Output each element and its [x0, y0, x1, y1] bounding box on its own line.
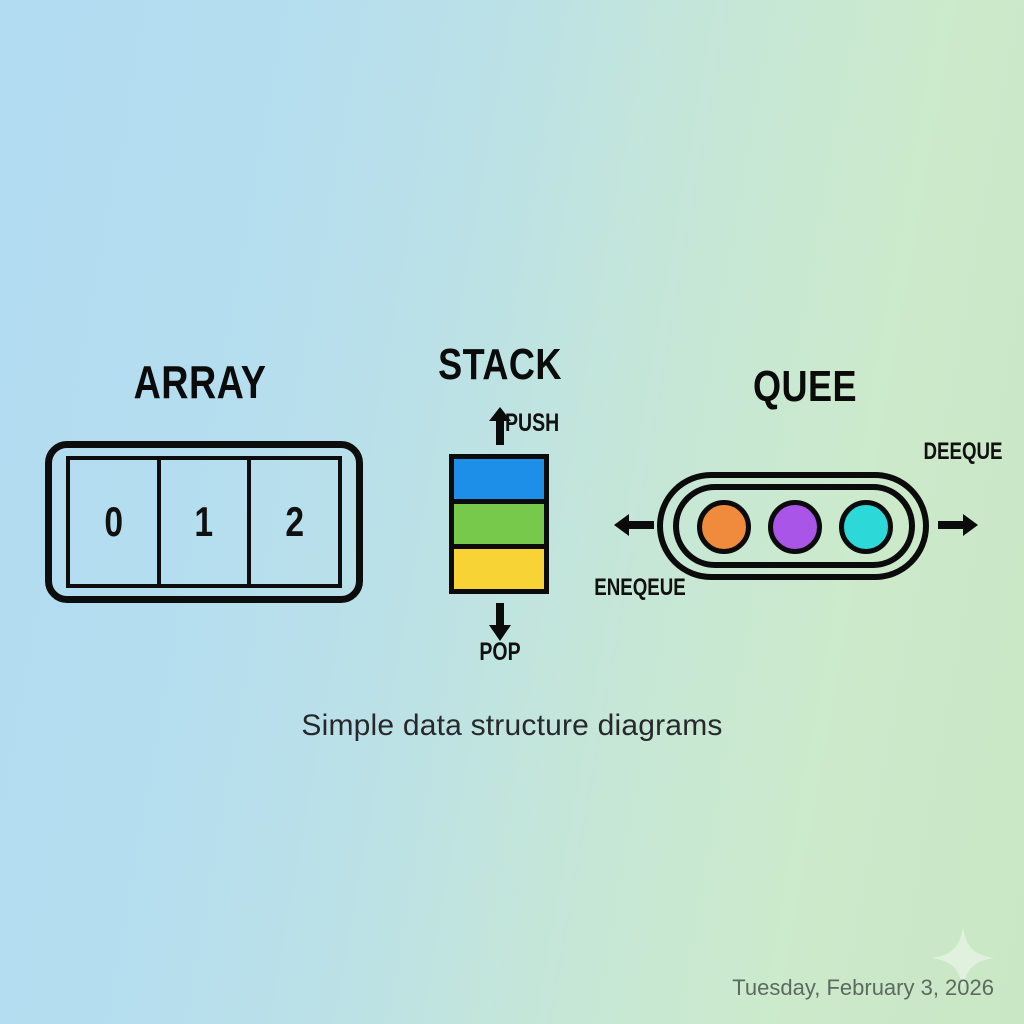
arrow-left-icon [614, 514, 654, 536]
stack-title: STACK [438, 340, 562, 389]
queue-items [697, 497, 893, 557]
arrow-down-icon [489, 603, 511, 641]
arrow-right-icon [938, 514, 978, 536]
array-title: ARRAY [133, 356, 267, 408]
push-label: PUSH [505, 409, 560, 437]
pop-label: POP [479, 638, 521, 666]
array-cell-0-value: 0 [103, 498, 123, 545]
queue-title: QUEE [753, 362, 857, 411]
arrow-up-icon [489, 407, 511, 445]
array-cell-0: 0 [70, 460, 161, 584]
array-cell-2: 2 [251, 460, 338, 584]
queue-outer-capsule [657, 472, 929, 580]
array-cell-1-value: 1 [194, 498, 214, 545]
array-cell-1: 1 [161, 460, 252, 584]
footer-date: Tuesday, February 3, 2026 [732, 975, 994, 1000]
queue-item-cyan [839, 500, 893, 554]
enqueue-label: ENEQEUE [594, 574, 686, 601]
dequeue-label: DEEQUE [923, 438, 1003, 465]
queue-item-purple [768, 500, 822, 554]
queue-inner-capsule [673, 484, 915, 568]
array-outer-container [45, 441, 363, 603]
caption-text: Simple data structure diagrams [301, 709, 723, 742]
stack-block-middle [454, 504, 544, 549]
stack-block-top [454, 459, 544, 504]
stack-block-bottom [454, 549, 544, 589]
array-cells: 0 1 2 [66, 456, 342, 588]
stack-blocks [449, 454, 549, 594]
array-cell-2-value: 2 [285, 498, 305, 545]
queue-item-orange [697, 500, 751, 554]
